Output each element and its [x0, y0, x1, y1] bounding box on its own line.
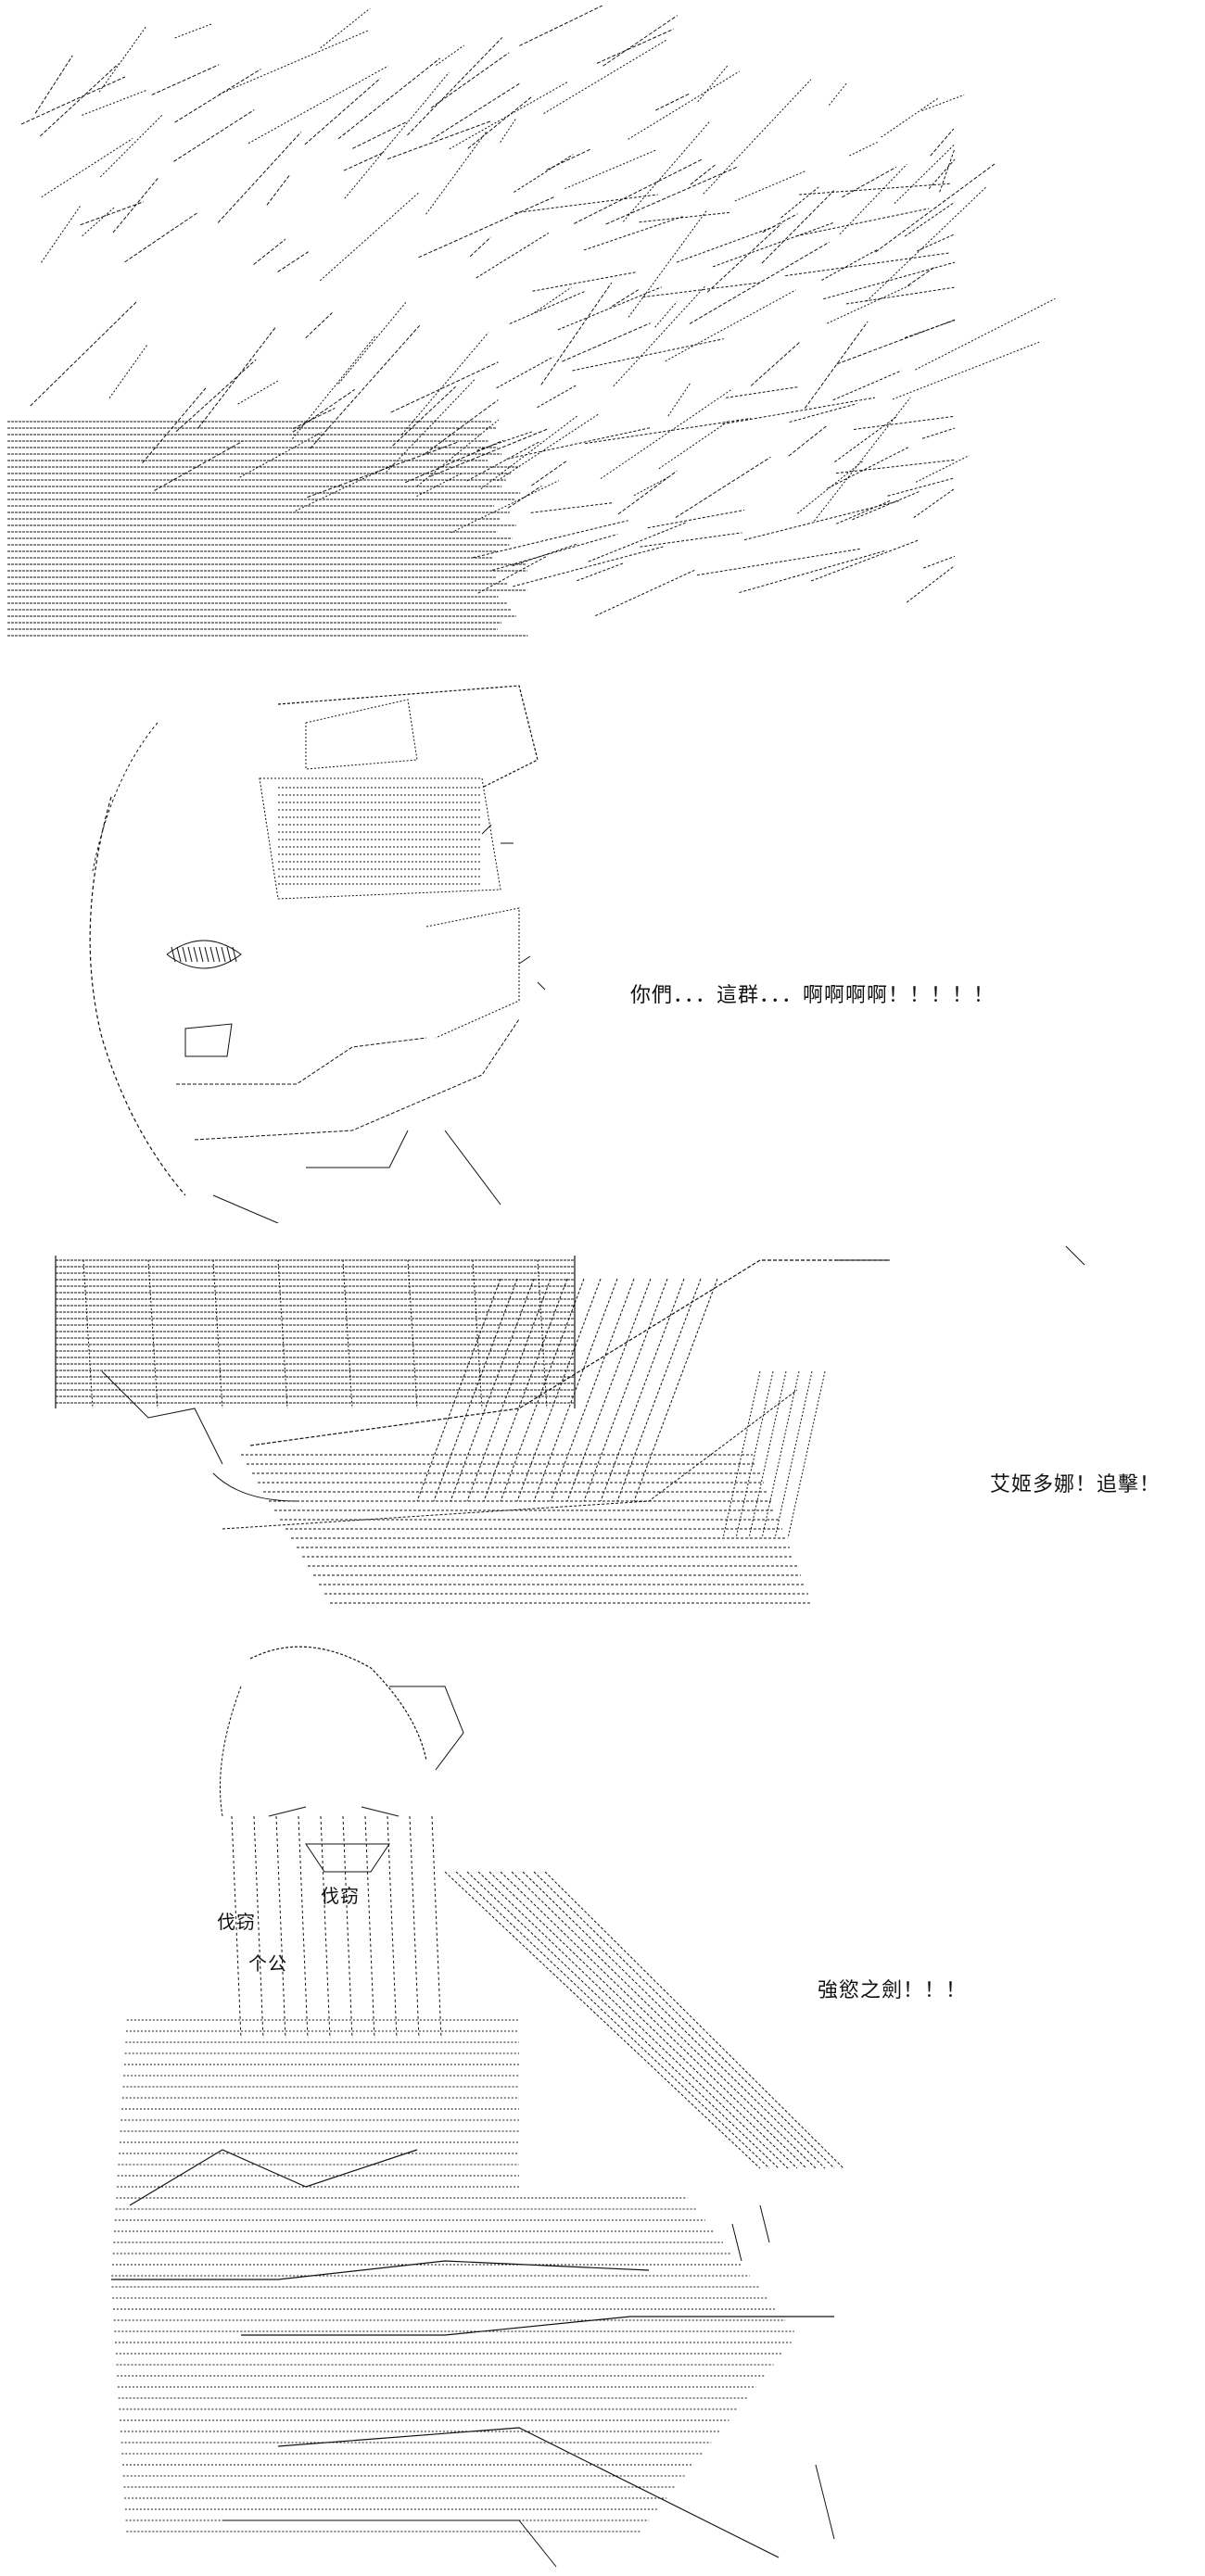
dialogue-line-3: 強慾之劍！！！ [818, 1979, 968, 2002]
dialogue-line-1: 你們．．．這群．．．啊啊啊啊！！！！！ [630, 984, 996, 1007]
shocked-character-art [0, 649, 1205, 1223]
art-glyph-3: 伐窃 [217, 1911, 256, 1933]
speed-lines-panel [0, 0, 1205, 649]
dialogue-line-2: 艾姬多娜！追擊！ [990, 1473, 1161, 1496]
sword-strike-panel: 伐窃 个公 伐窃 強慾之劍！！！ [0, 1631, 1205, 2576]
art-glyph-2: 个公 [248, 1952, 287, 1975]
charge-panel: 艾姬多娜！追擊！ [0, 1223, 1205, 1631]
charging-figure-art [0, 1223, 1205, 1631]
sword-figure-art [0, 1631, 1205, 2576]
speed-lines-art [0, 0, 1205, 649]
art-glyph-1: 伐窃 [321, 1885, 360, 1907]
shocked-face-panel: 你們．．．這群．．．啊啊啊啊！！！！！ [0, 649, 1205, 1223]
